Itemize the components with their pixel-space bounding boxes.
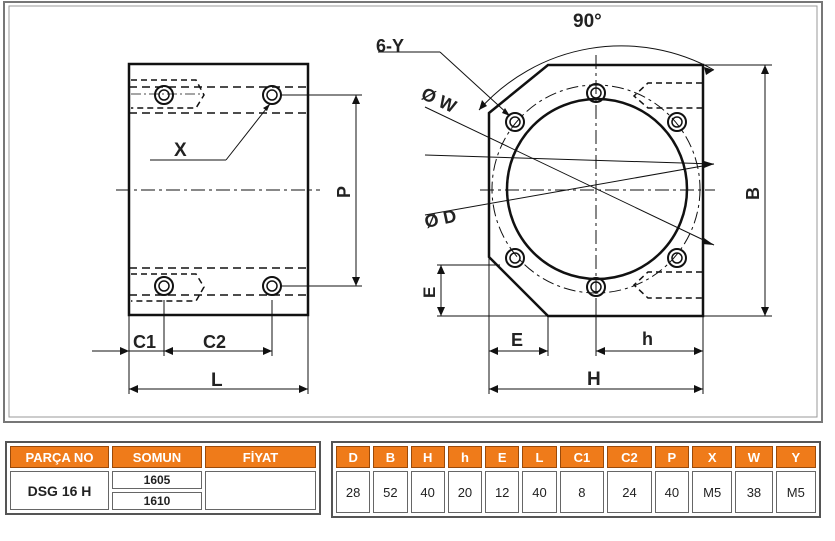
parts-header-nut: SOMUN: [112, 446, 202, 468]
dim-value-h-small: 20: [447, 471, 483, 513]
front-hole-top: [586, 83, 606, 103]
label-d: Ø D: [423, 206, 458, 232]
dim-header-y: Y: [775, 446, 816, 468]
dim-value-x: M5: [692, 471, 733, 513]
dim-value-y: M5: [775, 471, 816, 513]
front-hole-bottom: [586, 277, 606, 297]
side-hole-bottom-right: [262, 276, 282, 296]
label-c1: C1: [133, 332, 156, 352]
label-angle: 90°: [573, 11, 602, 32]
parts-header-price: FİYAT: [205, 446, 316, 468]
label-p: P: [334, 186, 354, 198]
label-l: L: [211, 370, 223, 391]
label-x: X: [174, 140, 187, 161]
dim-header-h-small: h: [447, 446, 483, 468]
side-view: [92, 62, 362, 394]
side-hole-bottom-left: [154, 276, 174, 296]
label-h-large: H: [587, 369, 601, 390]
parts-table: PARÇA NO SOMUN FİYAT DSG 16 H 1605 1610: [5, 441, 321, 515]
nut-option-1: 1605: [112, 471, 202, 489]
dim-header-l: L: [522, 446, 557, 468]
dim-value-d: 28: [336, 471, 371, 513]
dim-header-p: P: [654, 446, 690, 468]
dim-value-w: 38: [735, 471, 773, 513]
dim-header-b: B: [373, 446, 408, 468]
dim-header-x: X: [692, 446, 733, 468]
label-b: B: [743, 187, 763, 200]
label-w: Ø W: [418, 83, 459, 116]
dim-value-c2: 24: [607, 471, 652, 513]
dim-value-c1: 8: [559, 471, 605, 513]
dim-value-l: 40: [522, 471, 557, 513]
dimensions-table: D B H h E L C1 C2 P X W Y 28 52 40 20 12…: [331, 441, 821, 518]
dim-value-b: 52: [373, 471, 408, 513]
drawing-frame: [3, 1, 823, 423]
dim-header-c1: C1: [559, 446, 605, 468]
price-cell: [205, 471, 316, 510]
dim-value-p: 40: [654, 471, 690, 513]
part-number: DSG 16 H: [10, 471, 109, 510]
dim-value-e: 12: [485, 471, 520, 513]
nut-option-2: 1610: [112, 492, 202, 510]
drawing-frame-inner: [8, 5, 818, 418]
dim-header-h-large: H: [410, 446, 445, 468]
dim-header-d: D: [336, 446, 371, 468]
dim-header-w: W: [735, 446, 773, 468]
dim-header-e: E: [485, 446, 520, 468]
label-e-vertical: E: [420, 287, 439, 298]
front-hole-lower-right: [667, 248, 687, 268]
side-hole-top-left: [154, 85, 174, 105]
dim-value-h-large: 40: [410, 471, 445, 513]
front-view: [378, 45, 772, 394]
label-c2: C2: [203, 332, 226, 352]
front-hole-upper-left: [505, 112, 525, 132]
parts-header-part-no: PARÇA NO: [10, 446, 109, 468]
label-e-horizontal: E: [511, 330, 523, 350]
front-hole-upper-right: [667, 112, 687, 132]
label-y: 6-Y: [376, 36, 404, 56]
front-hole-lower-left: [505, 248, 525, 268]
dim-header-c2: C2: [607, 446, 652, 468]
label-h-small: h: [642, 329, 653, 349]
side-hole-top-right: [262, 85, 282, 105]
